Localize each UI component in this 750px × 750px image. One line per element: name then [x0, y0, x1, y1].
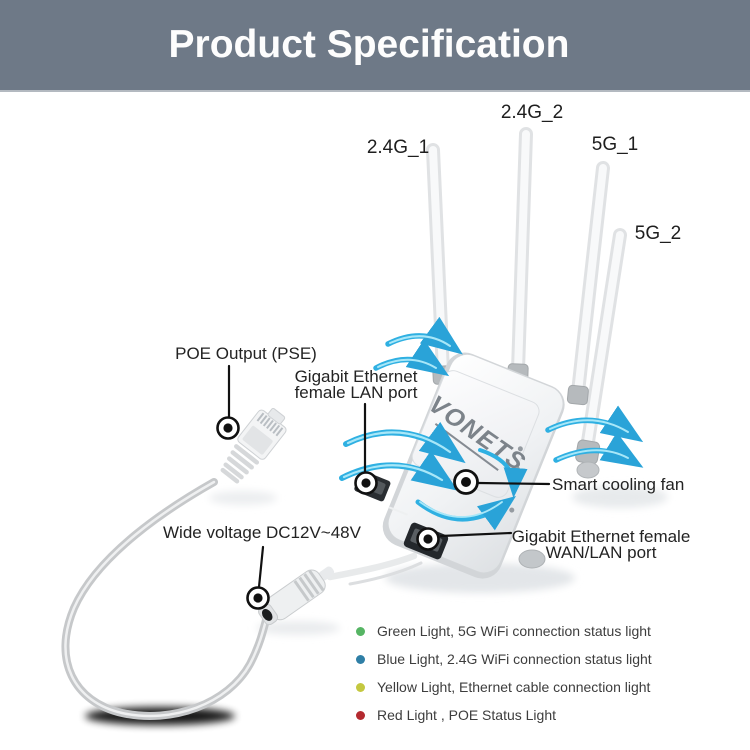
yellow-light-dot-icon [356, 682, 365, 692]
wan-callout-dot [416, 527, 440, 551]
dc-callout-line [257, 545, 265, 589]
device-foot [518, 549, 546, 569]
legend-text-blue: Blue Light, 2.4G WiFi connection status … [377, 651, 652, 667]
airflow-fan [415, 448, 528, 531]
antenna-hinge [566, 384, 589, 406]
dc-callout-dot [246, 586, 270, 610]
airflow-arrows [339, 316, 644, 531]
callout-dots [216, 416, 479, 610]
legend-row-green: Green Light, 5G WiFi connection status l… [356, 617, 652, 645]
legend-text-red: Red Light , POE Status Light [377, 707, 556, 723]
airflow-top-left [373, 316, 463, 377]
legend-text-green: Green Light, 5G WiFi connection status l… [377, 623, 651, 639]
legend-row-blue: Blue Light, 2.4G WiFi connection status … [356, 645, 652, 673]
blue-light-dot-icon [356, 654, 365, 664]
fan-callout-line [477, 481, 551, 486]
device-foot [576, 461, 600, 479]
poe-callout-dot [216, 416, 240, 440]
strain-relief-boot [220, 444, 260, 484]
lan-callout-dot [354, 471, 378, 495]
power-pigtail-cable [326, 552, 423, 586]
antenna-5g-1 [571, 161, 610, 399]
airflow-left [339, 421, 466, 491]
red-light-dot-icon [356, 710, 365, 720]
dc-connector [258, 566, 335, 626]
rj45-connector [220, 408, 287, 484]
green-light-dot-icon [356, 626, 365, 636]
antenna-5g-2 [580, 228, 627, 455]
antenna-2g4-2 [511, 127, 533, 377]
page-title: Product Specification [168, 23, 570, 66]
wan-callout-line [439, 531, 513, 538]
legend-text-yellow: Yellow Light, Ethernet cable connection … [377, 679, 651, 695]
port-label-marks [389, 506, 408, 516]
legend-row-red: Red Light , POE Status Light [356, 701, 652, 729]
legend-row-yellow: Yellow Light, Ethernet cable connection … [356, 673, 652, 701]
status-light-legend: Green Light, 5G WiFi connection status l… [356, 617, 652, 729]
airflow-right [545, 405, 644, 468]
poe-cable-loop [61, 478, 271, 720]
dc-socket-hole [261, 609, 273, 621]
callout-lines [227, 364, 551, 589]
header-banner: Product Specification [0, 0, 750, 92]
fan-callout-dot [453, 469, 479, 495]
